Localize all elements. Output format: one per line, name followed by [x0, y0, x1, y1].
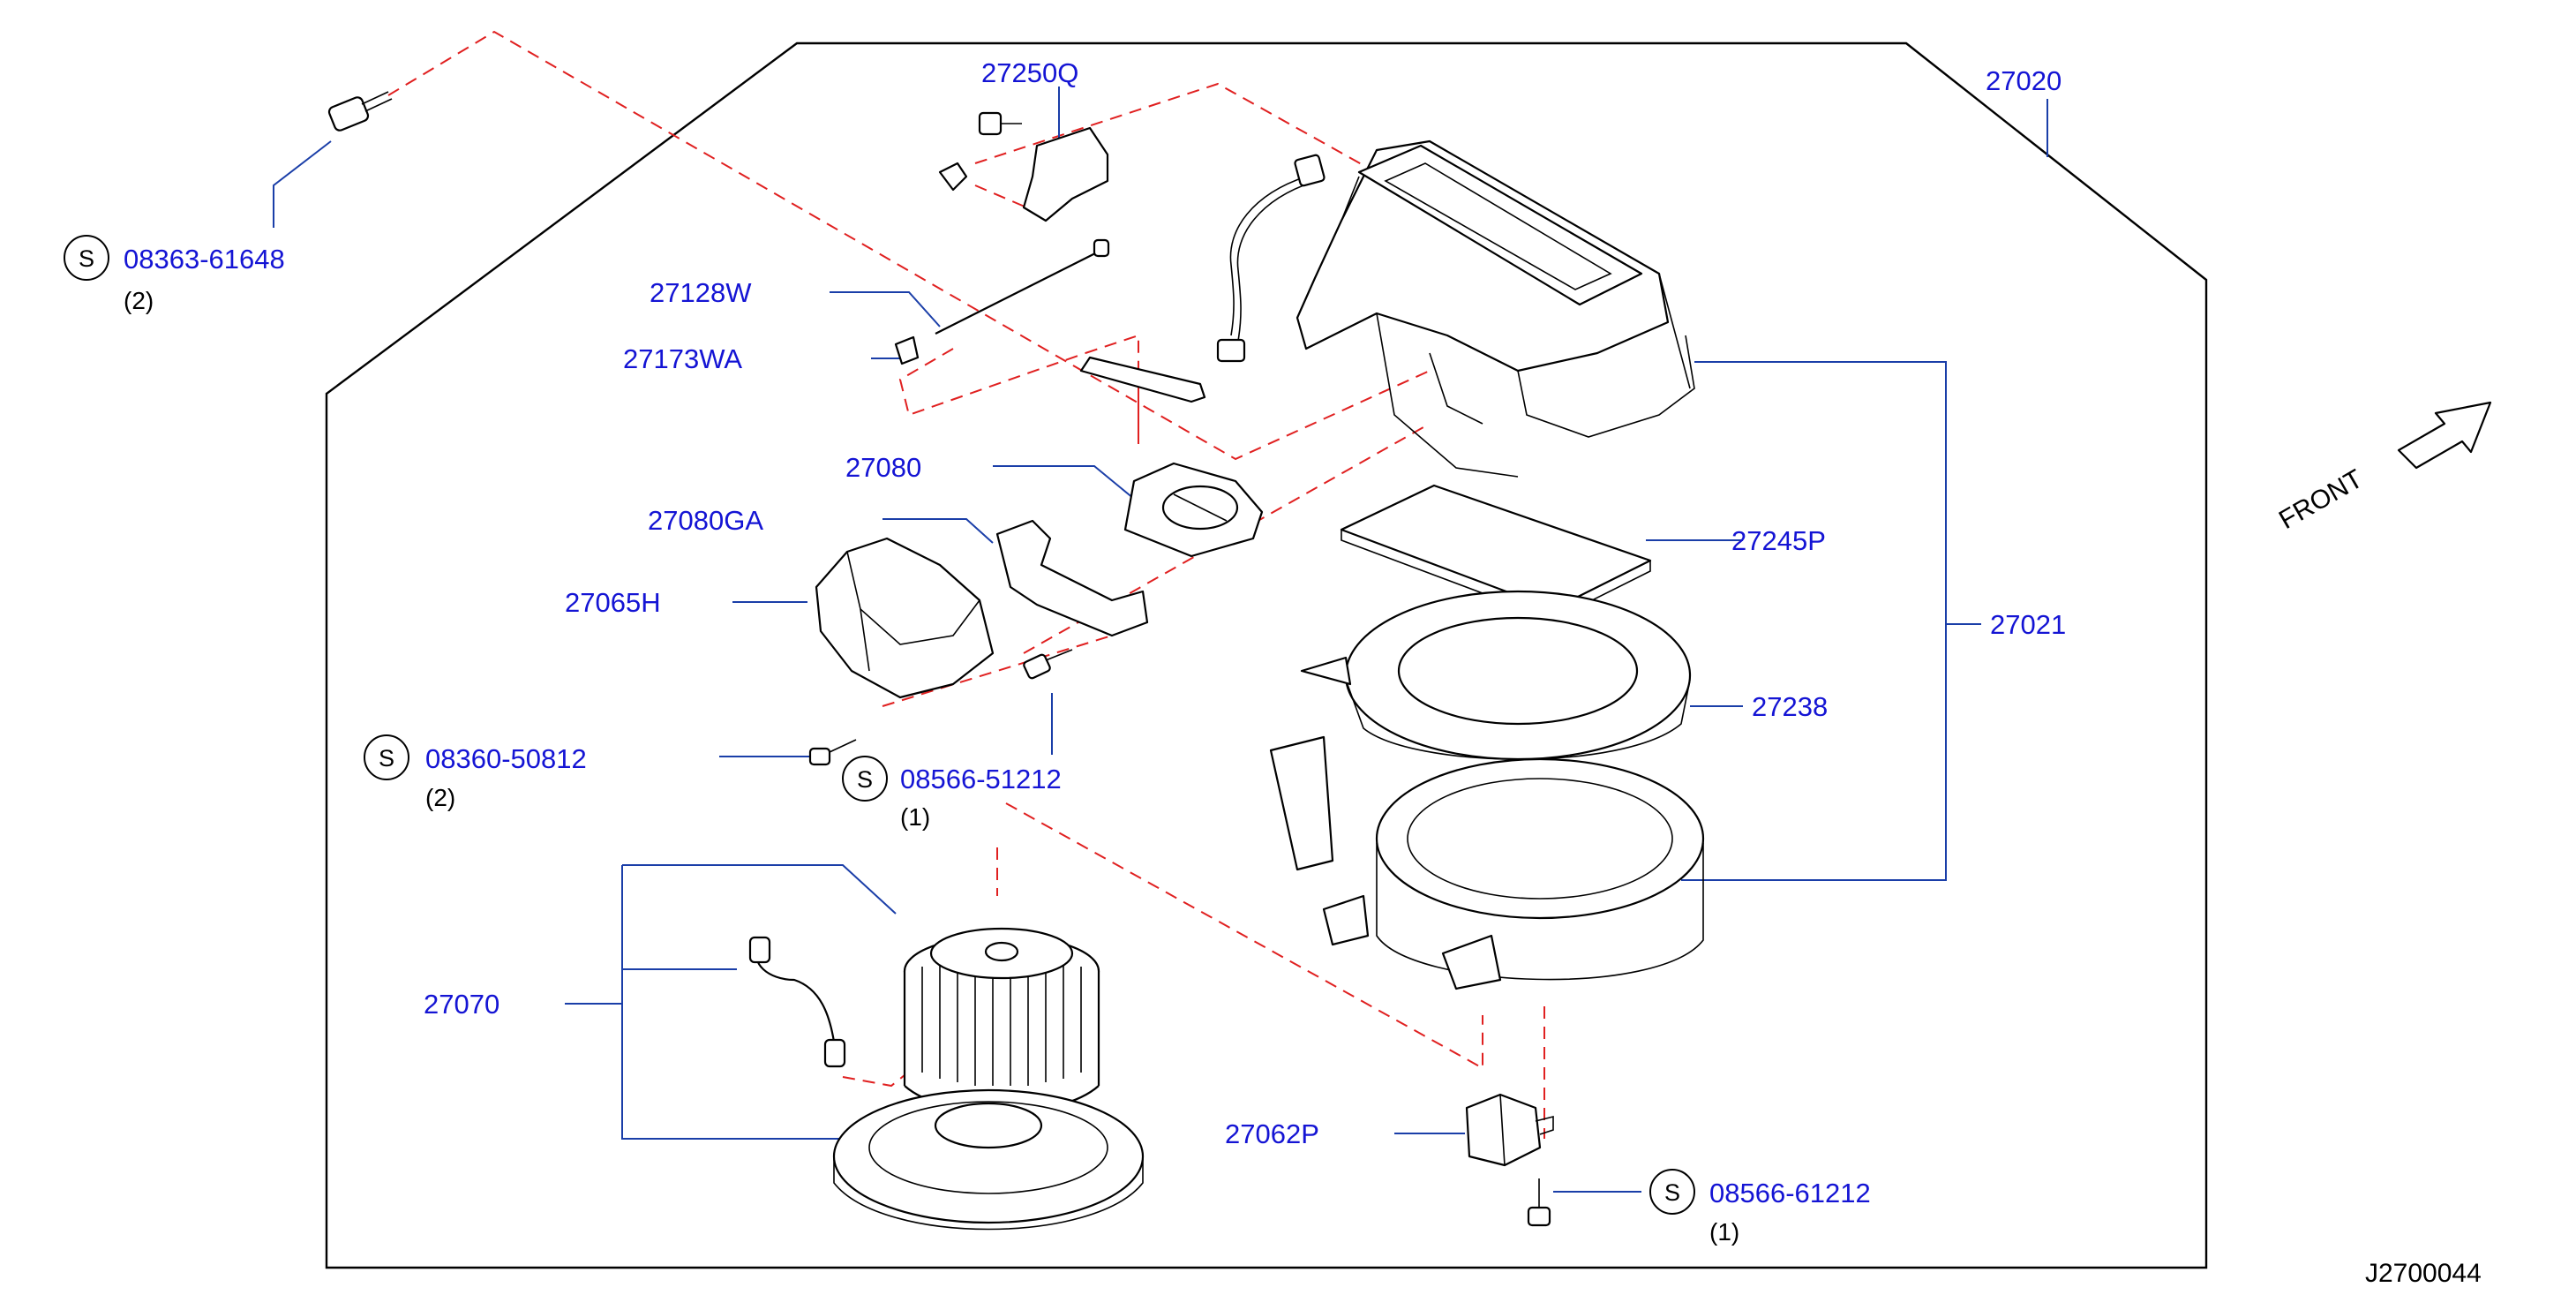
label-27065h: 27065H	[565, 587, 661, 618]
screw-callout-08566-61212: S 08566-61212 (1)	[1649, 1169, 1871, 1246]
screw-quantity: (2)	[124, 287, 154, 314]
diagram-code: J2700044	[2365, 1259, 2482, 1288]
screw-symbol: S	[857, 766, 873, 793]
screw-08566-61212	[1527, 1178, 1551, 1227]
label-27062p: 27062P	[1225, 1118, 1319, 1149]
label-27080ga: 27080GA	[648, 505, 763, 536]
label-27238: 27238	[1752, 691, 1828, 722]
screw-quantity: (1)	[900, 803, 930, 831]
ring-27238	[1300, 590, 1692, 761]
screw-part-number: 08566-61212	[1709, 1178, 1871, 1208]
leader-lines	[273, 87, 2048, 1193]
rod-27128w	[935, 238, 1110, 335]
label-27021: 27021	[1990, 609, 2066, 640]
screw-quantity: (2)	[425, 784, 455, 811]
assembly-frame	[325, 41, 2208, 1269]
actuator-27080	[1123, 462, 1264, 558]
screw-08360-50812	[808, 739, 857, 766]
housing-upper	[1296, 139, 1695, 478]
screw-quantity: (1)	[1709, 1218, 1739, 1246]
part-labels: 27020 27250Q 27128W 27173WA 27080 27080G…	[424, 57, 2066, 1149]
screw-08363-61648	[327, 91, 393, 132]
screw-callout-08360-50812: S 08360-50812 (2)	[364, 734, 587, 811]
label-27250q: 27250Q	[981, 57, 1078, 88]
link-bar	[1079, 356, 1206, 403]
resistor-27062p	[1465, 1093, 1554, 1167]
wire-harness	[1216, 154, 1326, 363]
label-27128w: 27128W	[650, 277, 752, 308]
clip-27173wa	[894, 335, 920, 365]
label-27245p: 27245P	[1731, 525, 1826, 556]
label-27173wa: 27173WA	[623, 343, 742, 374]
screw-part-number: 08360-50812	[425, 743, 587, 774]
screw-callout-08566-51212: S 08566-51212 (1)	[842, 756, 1062, 831]
label-27020: 27020	[1986, 65, 2062, 96]
screw-symbol: S	[79, 245, 94, 272]
front-arrow-icon	[2397, 401, 2492, 470]
screw-callout-08363-61648: S 08363-61648 (2)	[64, 235, 285, 314]
screw-symbol: S	[1664, 1179, 1680, 1206]
screw-08566-51212	[1023, 649, 1073, 680]
front-label: FRONT	[2274, 464, 2368, 535]
bracket-27250q	[938, 111, 1109, 222]
housing-lower	[1269, 735, 1705, 990]
cover-27065h	[815, 537, 995, 699]
label-27070: 27070	[424, 989, 499, 1020]
screw-part-number: 08566-51212	[900, 764, 1062, 794]
blower-motor-27070	[748, 927, 1145, 1231]
screw-symbol: S	[379, 745, 394, 772]
bracket-27080ga	[995, 519, 1149, 637]
label-27080: 27080	[845, 452, 921, 483]
screw-part-number: 08363-61648	[124, 244, 285, 275]
